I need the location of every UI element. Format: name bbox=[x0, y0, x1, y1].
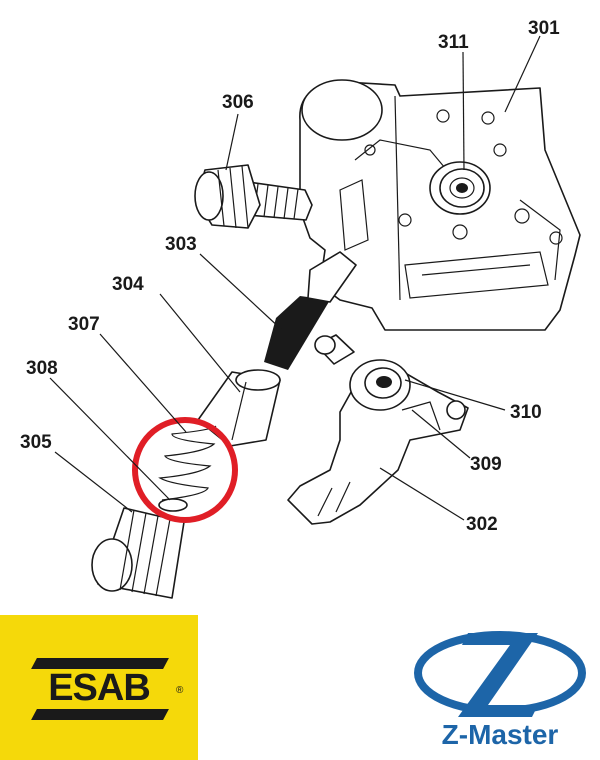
esab-registered-mark: ® bbox=[176, 685, 184, 696]
part-308-washer bbox=[158, 498, 188, 512]
callout-311: 311 bbox=[438, 32, 469, 53]
part-310-roller bbox=[349, 359, 411, 411]
esab-logo-bar-bottom bbox=[31, 709, 169, 720]
callout-309: 309 bbox=[470, 454, 502, 475]
part-305-knurled-knob bbox=[91, 507, 185, 599]
part-303-threaded-rod bbox=[264, 251, 357, 370]
zmaster-logo: Z-Master bbox=[400, 615, 600, 760]
exploded-parts-diagram: 301 311 306 303 304 307 308 305 310 309 … bbox=[20, 18, 581, 599]
callout-304: 304 bbox=[112, 274, 144, 295]
esab-logo-text: ESAB bbox=[48, 667, 151, 709]
part-302-pressure-arm bbox=[287, 369, 469, 525]
part-304-bushing bbox=[197, 369, 281, 447]
callout-301: 301 bbox=[528, 18, 560, 39]
callout-310: 310 bbox=[510, 402, 542, 423]
zmaster-z-mark-icon bbox=[414, 631, 586, 717]
callout-307: 307 bbox=[68, 314, 100, 335]
part-311-drive-roll bbox=[429, 161, 491, 215]
callout-308: 308 bbox=[26, 358, 58, 379]
callout-306: 306 bbox=[222, 92, 254, 113]
part-306-knob bbox=[194, 164, 313, 229]
callout-303: 303 bbox=[165, 234, 197, 255]
esab-logo: ESAB ® bbox=[0, 615, 198, 760]
part-309-pin bbox=[314, 334, 355, 365]
part-307-spring bbox=[158, 425, 217, 501]
zmaster-logo-text: Z-Master bbox=[441, 719, 559, 750]
callout-302: 302 bbox=[466, 514, 498, 535]
highlight-circle bbox=[132, 417, 238, 523]
callout-305: 305 bbox=[20, 432, 52, 453]
leader-lines bbox=[49, 35, 541, 521]
